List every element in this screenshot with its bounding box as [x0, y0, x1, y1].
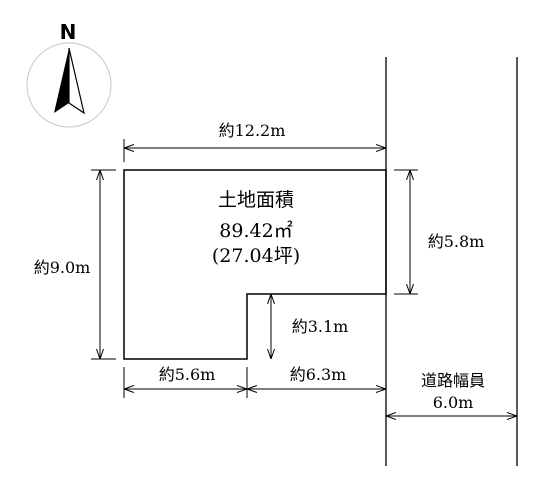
- dim-notch: 約3.1m: [271, 294, 348, 359]
- lot-area-title: 土地面積: [218, 189, 294, 211]
- dim-left: 約9.0m: [34, 169, 116, 360]
- dim-bottom: 約5.6m 約6.3m: [123, 365, 386, 398]
- road-width-label: 6.0m: [433, 393, 474, 412]
- dim-bottom-left-label: 約5.6m: [159, 365, 216, 384]
- lot-area-tsubo: (27.04坪): [212, 245, 300, 267]
- dim-right-upper-label: 約5.8m: [428, 232, 485, 251]
- dim-top-label: 約12.2m: [219, 121, 286, 140]
- dim-right-upper: 約5.8m: [394, 169, 485, 295]
- compass: N: [26, 20, 112, 128]
- compass-letter: N: [60, 20, 77, 44]
- road-label: 道路幅員: [421, 371, 485, 390]
- dim-bottom-right-label: 約6.3m: [290, 365, 347, 384]
- dim-notch-label: 約3.1m: [292, 317, 349, 336]
- lot-area-sqm: 89.42㎡: [219, 219, 292, 242]
- dim-top: 約12.2m: [123, 121, 387, 162]
- compass-circle: [26, 42, 112, 128]
- north-arrow-icon: [54, 47, 85, 115]
- dim-left-label: 約9.0m: [34, 258, 91, 277]
- dim-road: 道路幅員 6.0m: [386, 371, 517, 416]
